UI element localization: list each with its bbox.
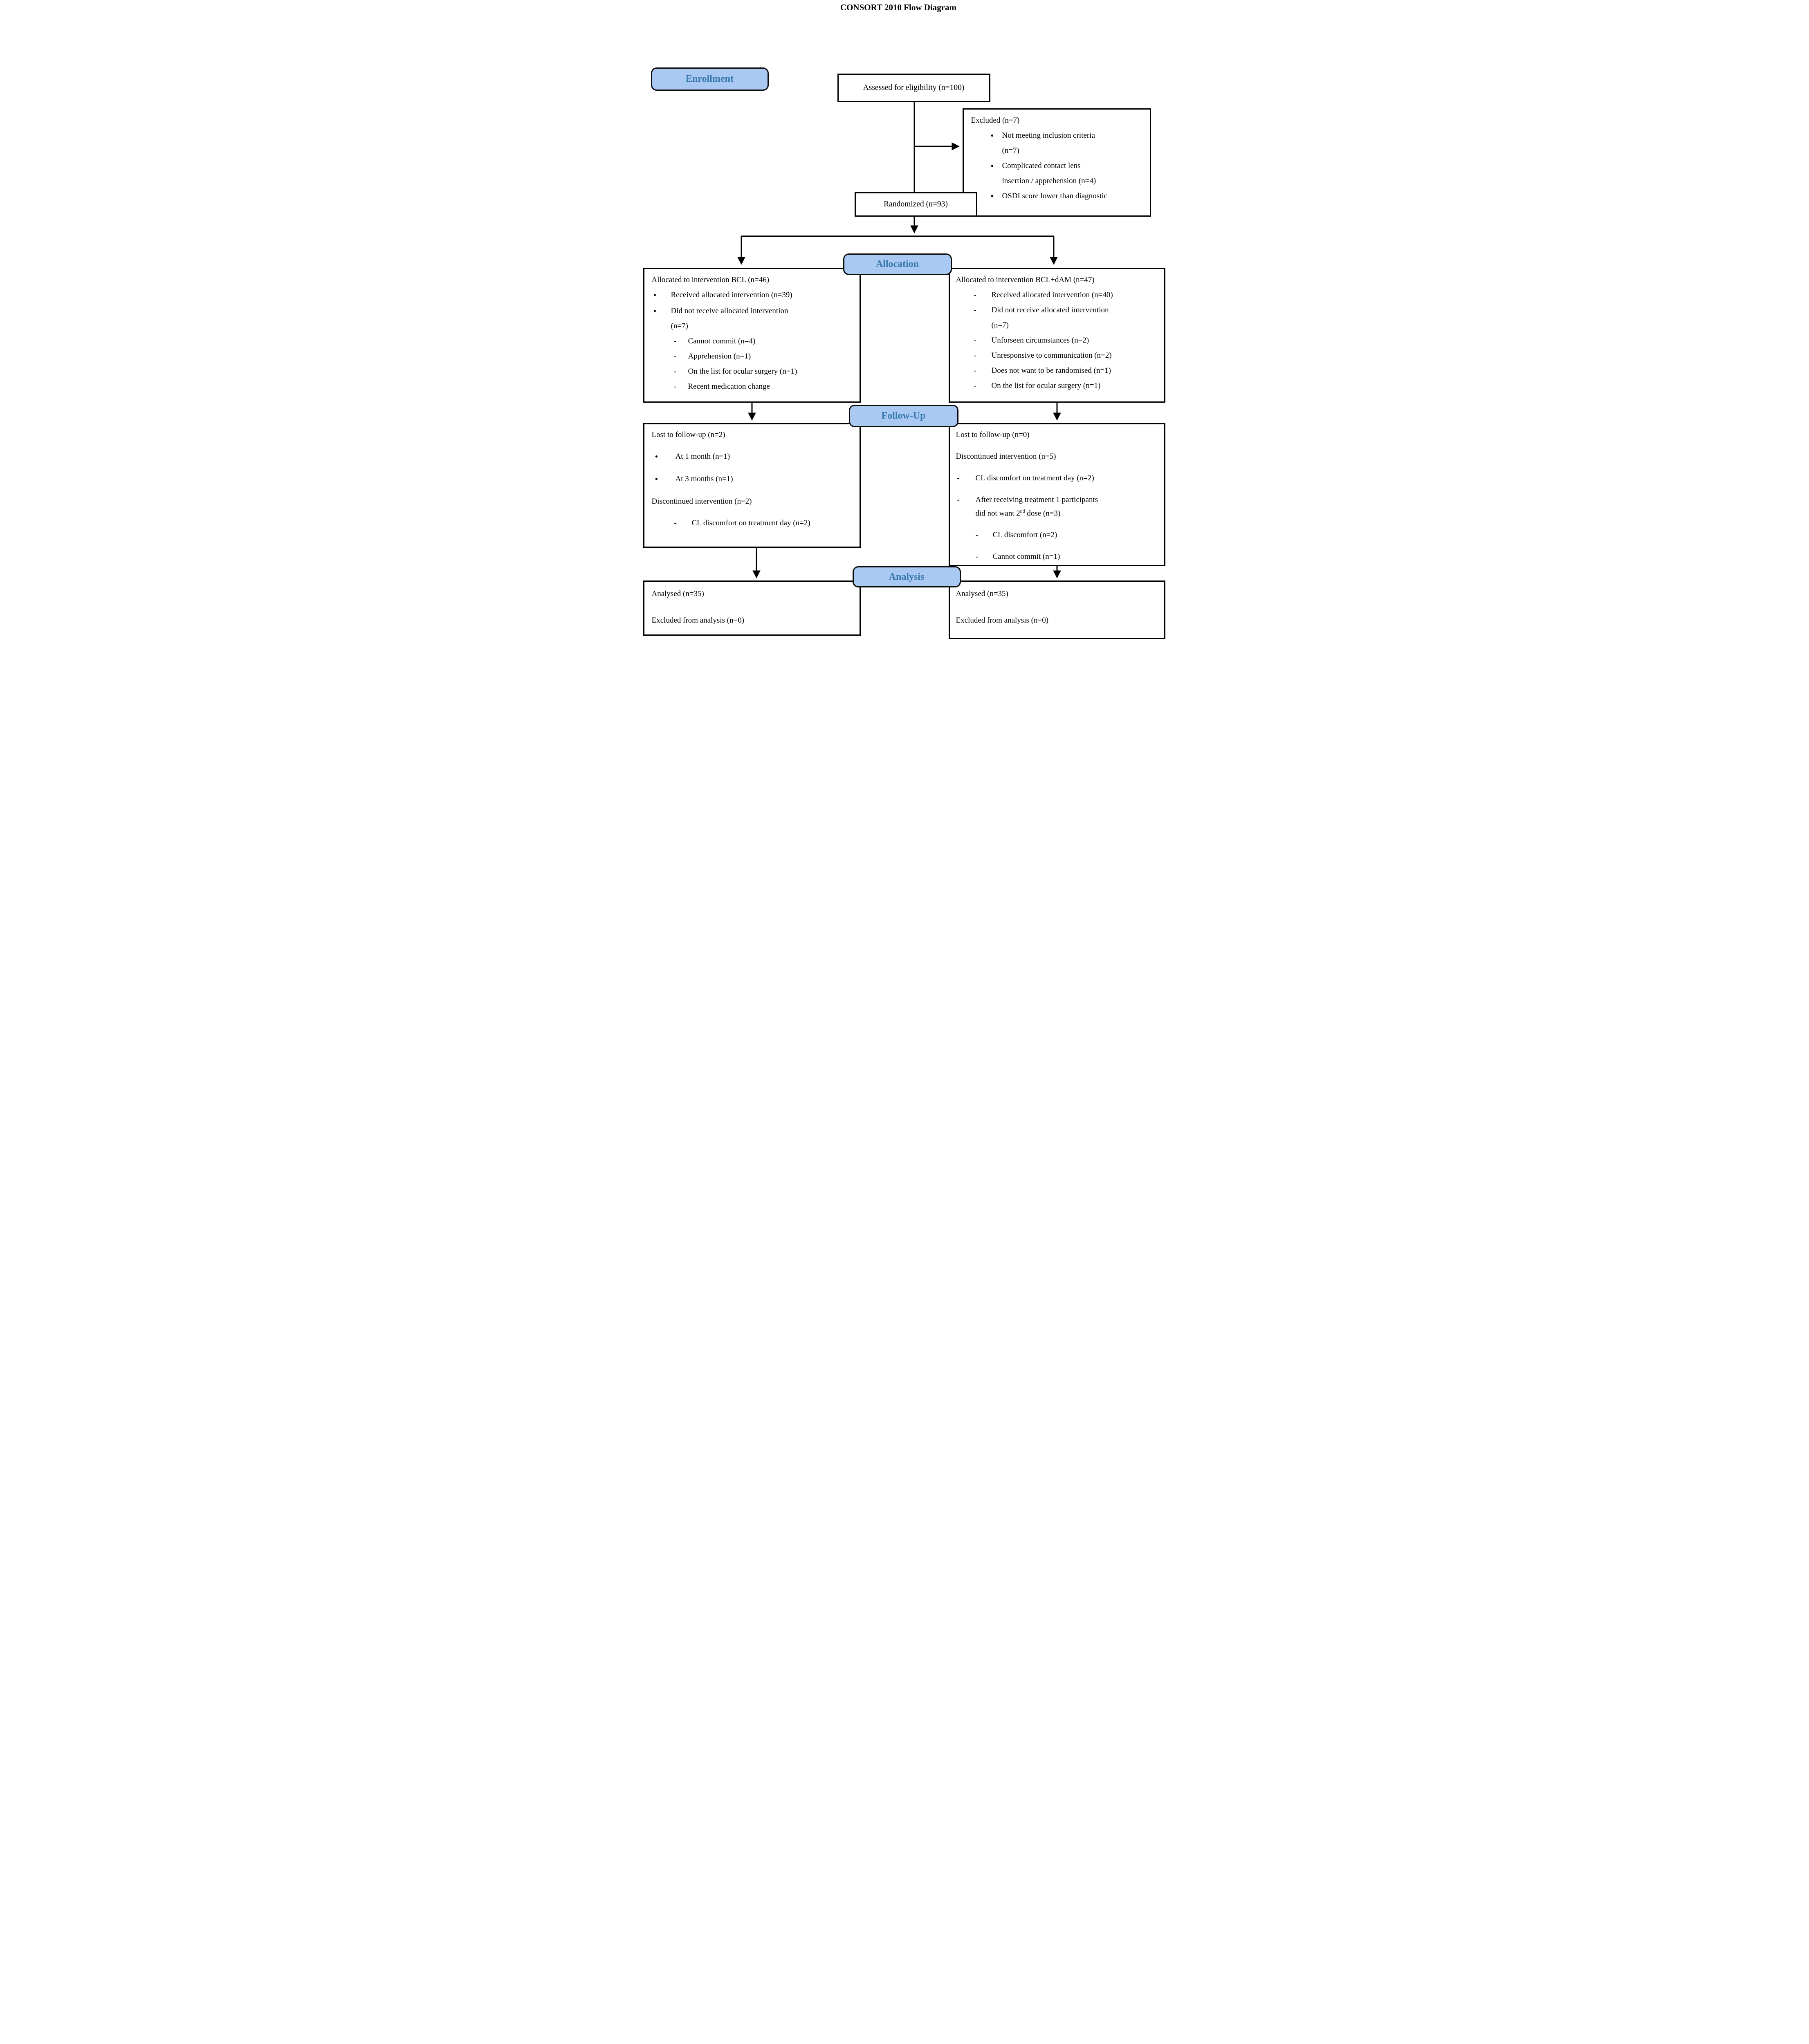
list-item-text: At 3 months (n=1) [675,475,733,483]
list-item-text: Unforseen circumstances (n=2) [991,336,1089,345]
stage-label-analysis: Analysis [852,566,961,587]
list-item: CL discomfort on treatment day (n=2) [652,518,856,529]
list-item-text: Apprehension (n=1) [688,352,751,361]
list-item-text: CL discomfort (n=2) [992,531,1057,540]
dash-icon [976,551,993,563]
list-item: At 3 months (n=1) [652,473,856,486]
dash-icon [674,364,688,379]
list-item-text: Cannot commit (n=4) [688,337,756,345]
assessed-text: Assessed for eligibility (n=100) [863,83,965,92]
bullet-icon [991,188,1002,204]
consort-flow-diagram: CONSORT 2010 Flow Diagram Enrollment All… [640,0,1169,643]
dash-icon [974,378,992,393]
box-follow-up-bcl-dam: Lost to follow-up (n=0) Discontinued int… [948,423,1165,566]
box-allocated-bcl-dam: Allocated to intervention BCL+dAM (n=47)… [948,268,1165,403]
list-item-text: At 1 month (n=1) [675,452,730,461]
list-item: Cannot commit (n=4) [652,334,856,349]
dash-icon [974,303,992,318]
list-item-text: Not meeting inclusion criteria (n=7) [1002,131,1095,155]
list-item: Apprehension (n=1) [652,349,856,364]
list-item-text: OSDI score lower than diagnostic [1002,192,1108,200]
box-analysed-bcl-dam: Analysed (n=35) Excluded from analysis (… [948,580,1165,639]
list-item: After receiving treatment 1 participants… [956,494,1161,519]
list-item-text: Did not receive allocated intervention (… [671,307,788,330]
box-randomized: Randomized (n=93) [854,192,977,217]
bullet-icon [653,303,671,319]
bullet-icon [655,473,676,486]
list-item: Does not want to be randomised (n=1) [956,363,1161,378]
alloc-right-title: Allocated to intervention BCL+dAM (n=47) [956,276,1095,284]
fu-left-title: Lost to follow-up (n=2) [651,430,725,439]
list-item: Received allocated intervention (n=39) [652,287,856,303]
list-item-text-post: dose (n=3) [1025,509,1061,518]
excluded-from-analysis-text: Excluded from analysis (n=0) [651,616,745,625]
list-item-text: On the list for ocular surgery (n=1) [991,381,1101,390]
list-item-text: Cannot commit (n=1) [992,552,1060,561]
list-item: Did not receive allocated intervention (… [956,303,1161,333]
box-follow-up-bcl: Lost to follow-up (n=2) At 1 month (n=1)… [643,423,861,548]
dash-icon [974,348,992,363]
box-excluded: Excluded (n=7) Not meeting inclusion cri… [962,108,1151,217]
list-item: On the list for ocular surgery (n=1) [652,364,856,379]
list-item-text: Complicated contact lens insertion / app… [1002,161,1096,185]
list-item: Did not receive allocated intervention (… [652,303,856,334]
stage-label-allocation: Allocation [843,253,952,275]
dash-icon [974,333,992,348]
list-item-text: CL discomfort on treatment day (n=2) [691,519,810,527]
ordinal-suffix: nd [1020,509,1025,514]
excluded-title: Excluded (n=7) [971,116,1020,125]
diagram-title: CONSORT 2010 Flow Diagram [840,2,957,12]
bullet-icon [991,158,1002,174]
box-allocated-bcl: Allocated to intervention BCL (n=46) Rec… [643,268,861,403]
list-item-text: Received allocated intervention (n=39) [671,291,792,299]
list-item: Complicated contact lens insertion / app… [971,158,1146,188]
dash-icon [957,473,976,484]
list-item: Cannot commit (n=1) [956,551,1161,563]
randomized-text: Randomized (n=93) [884,200,948,208]
list-item-text-pre: After receiving treatment 1 participants… [975,495,1098,518]
list-item: Recent medication change – [652,379,856,394]
list-item: OSDI score lower than diagnostic [971,188,1146,204]
list-item-text: On the list for ocular surgery (n=1) [688,367,797,376]
alloc-left-title: Allocated to intervention BCL (n=46) [651,276,770,284]
fu-right-subtitle: Discontinued intervention (n=5) [956,452,1056,461]
list-item: Unforseen circumstances (n=2) [956,333,1161,348]
list-item: CL discomfort (n=2) [956,529,1161,541]
list-item: Unresponsive to communication (n=2) [956,348,1161,363]
dash-icon [674,379,688,394]
stage-label-enrollment: Enrollment [651,67,769,91]
stage-label-follow-up: Follow-Up [848,405,958,427]
excluded-from-analysis-text: Excluded from analysis (n=0) [956,616,1049,625]
dash-icon [674,334,688,349]
analysed-text: Analysed (n=35) [956,589,1008,598]
fu-right-title: Lost to follow-up (n=0) [956,430,1030,439]
box-assessed-for-eligibility: Assessed for eligibility (n=100) [837,74,990,102]
list-item: At 1 month (n=1) [652,451,856,463]
dash-icon [674,349,688,364]
list-item: Received allocated intervention (n=40) [956,287,1161,303]
list-item: CL discomfort on treatment day (n=2) [956,473,1161,484]
list-item-text: Does not want to be randomised (n=1) [991,366,1111,375]
list-item-text: After receiving treatment 1 participants… [976,494,1098,519]
list-item-text: Recent medication change – [688,382,776,391]
dash-icon [974,363,992,378]
fu-left-subtitle: Discontinued intervention (n=2) [651,497,752,506]
analysed-text: Analysed (n=35) [651,589,704,598]
list-item: Not meeting inclusion criteria (n=7) [971,128,1146,158]
dash-icon [957,494,976,506]
dash-icon [974,287,992,303]
dash-icon [976,529,993,541]
bullet-icon [655,451,676,463]
dash-icon [674,518,692,529]
box-analysed-bcl: Analysed (n=35) Excluded from analysis (… [643,580,861,636]
list-item-text: Received allocated intervention (n=40) [991,291,1113,299]
bullet-icon [653,287,671,303]
list-item: On the list for ocular surgery (n=1) [956,378,1161,393]
list-item-text: Did not receive allocated intervention (… [991,306,1109,329]
list-item-text: Unresponsive to communication (n=2) [991,351,1112,360]
list-item-text: CL discomfort on treatment day (n=2) [975,474,1094,482]
bullet-icon [991,128,1002,144]
